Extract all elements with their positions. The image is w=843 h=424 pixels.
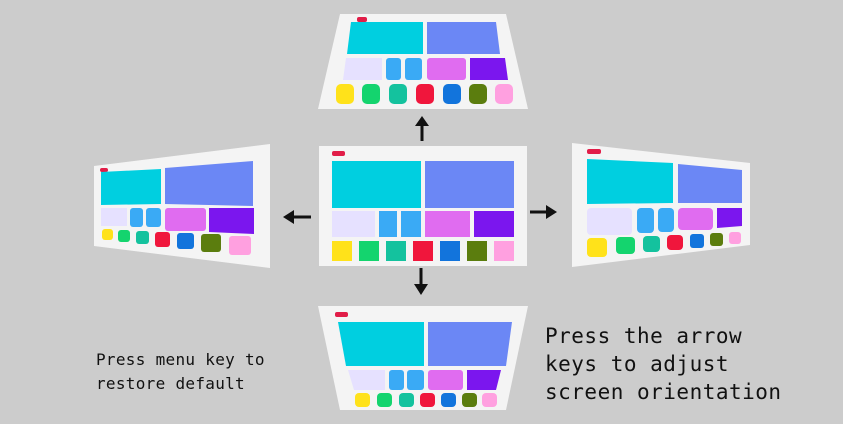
- tile-teal: [389, 84, 407, 104]
- tile-yellow: [587, 238, 607, 257]
- tile-yellow: [332, 241, 352, 261]
- tile-pink: [729, 232, 741, 244]
- screen-preview-center[interactable]: [319, 146, 527, 266]
- tile-blue: [425, 161, 514, 208]
- tile-midblue: [441, 393, 456, 407]
- tile-green: [362, 84, 380, 104]
- tile-lavender: [343, 58, 382, 80]
- tile-blue: [678, 164, 742, 203]
- tile-cyan: [338, 322, 424, 366]
- tile-sky-2: [407, 370, 424, 390]
- tile-blue: [427, 22, 500, 54]
- tile-pink: [495, 84, 513, 104]
- tile-red: [416, 84, 434, 104]
- tile-red: [155, 232, 170, 247]
- tile-midblue: [443, 84, 461, 104]
- tile-green: [616, 237, 635, 254]
- tile-sky-1: [130, 208, 143, 227]
- tile-olive: [467, 241, 487, 261]
- tile-teal: [643, 236, 660, 252]
- indicator-dot: [587, 149, 601, 154]
- screen-preview-right[interactable]: [572, 143, 750, 267]
- indicator-dot: [335, 312, 348, 317]
- menu-key-hint: Press menu key to restore default: [96, 350, 265, 393]
- tile-midblue: [177, 233, 194, 249]
- tile-lavender: [348, 370, 385, 390]
- tile-cyan: [347, 22, 423, 54]
- tile-purple: [209, 208, 254, 234]
- indicator-dot: [357, 17, 367, 22]
- arrow-right-icon[interactable]: [530, 204, 558, 220]
- tile-purple: [467, 370, 501, 390]
- tile-pink: [229, 236, 251, 255]
- tile-magenta: [427, 58, 466, 80]
- tile-green: [118, 230, 130, 242]
- tile-pink: [482, 393, 497, 407]
- tile-magenta: [165, 208, 206, 231]
- tile-sky-1: [386, 58, 401, 80]
- tile-purple: [470, 58, 508, 80]
- arrow-left-icon[interactable]: [283, 209, 311, 225]
- tile-cyan: [332, 161, 421, 208]
- tile-blue: [428, 322, 512, 366]
- tile-lavender: [332, 211, 375, 237]
- tile-purple: [474, 211, 514, 237]
- tile-green: [359, 241, 379, 261]
- tile-yellow: [355, 393, 370, 407]
- tile-olive: [710, 233, 723, 246]
- tile-sky-2: [405, 58, 422, 80]
- tile-teal: [136, 231, 149, 244]
- tile-lavender: [101, 208, 127, 226]
- tile-red: [667, 235, 683, 250]
- tile-sky-1: [379, 211, 397, 237]
- indicator-dot: [332, 151, 345, 156]
- tile-sky-1: [637, 208, 654, 233]
- tile-magenta: [428, 370, 463, 390]
- tile-red: [420, 393, 435, 407]
- tile-pink: [494, 241, 514, 261]
- tile-magenta: [425, 211, 470, 237]
- tile-teal: [386, 241, 406, 261]
- tile-magenta: [678, 208, 713, 230]
- tile-green: [377, 393, 392, 407]
- tile-olive: [469, 84, 487, 104]
- tile-yellow: [102, 229, 113, 240]
- tile-blue: [165, 161, 253, 206]
- arrow-keys-hint: Press the arrow keys to adjust screen or…: [545, 324, 782, 404]
- screen-preview-bottom[interactable]: [318, 306, 528, 412]
- tile-red: [413, 241, 433, 261]
- arrow-down-icon[interactable]: [413, 268, 429, 296]
- tile-cyan: [101, 169, 161, 205]
- screen-preview-top[interactable]: [318, 14, 528, 112]
- tile-sky-2: [401, 211, 421, 237]
- tile-lavender: [587, 208, 632, 235]
- tile-yellow: [336, 84, 354, 104]
- screen-preview-left[interactable]: [94, 144, 270, 268]
- arrow-up-icon[interactable]: [414, 116, 430, 142]
- tile-midblue: [440, 241, 460, 261]
- tile-midblue: [690, 234, 704, 248]
- tile-purple: [717, 208, 742, 228]
- tile-teal: [399, 393, 414, 407]
- tile-cyan: [587, 159, 673, 204]
- tile-sky-2: [658, 208, 674, 232]
- indicator-dot: [100, 168, 108, 172]
- tile-sky-1: [389, 370, 404, 390]
- tile-olive: [201, 234, 221, 252]
- tile-olive: [462, 393, 477, 407]
- tile-sky-2: [146, 208, 161, 227]
